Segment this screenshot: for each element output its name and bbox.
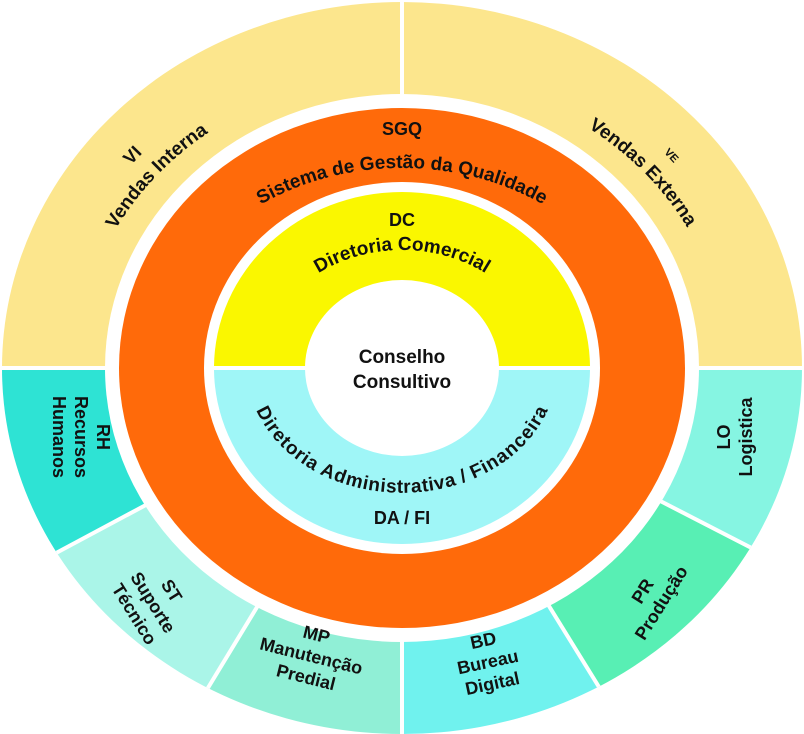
- rh-code: RH: [93, 424, 113, 450]
- center-line2: Consultivo: [353, 372, 451, 393]
- dafi-code: DA / FI: [374, 508, 430, 528]
- rh-line1: Recursos: [71, 396, 91, 478]
- lo-label: LO Logistica: [714, 397, 756, 477]
- sgq-code: SGQ: [382, 119, 422, 139]
- center-line1: Conselho: [359, 347, 446, 368]
- dc-code: DC: [389, 210, 415, 230]
- ring-dafi: [214, 370, 590, 544]
- ring-dc: [214, 192, 590, 366]
- rh-label: RH Recursos Humanos: [49, 396, 113, 478]
- center-circle: [305, 280, 499, 456]
- lo-line1: Logistica: [736, 397, 756, 477]
- rh-line2: Humanos: [49, 396, 69, 478]
- lo-code: LO: [714, 425, 734, 450]
